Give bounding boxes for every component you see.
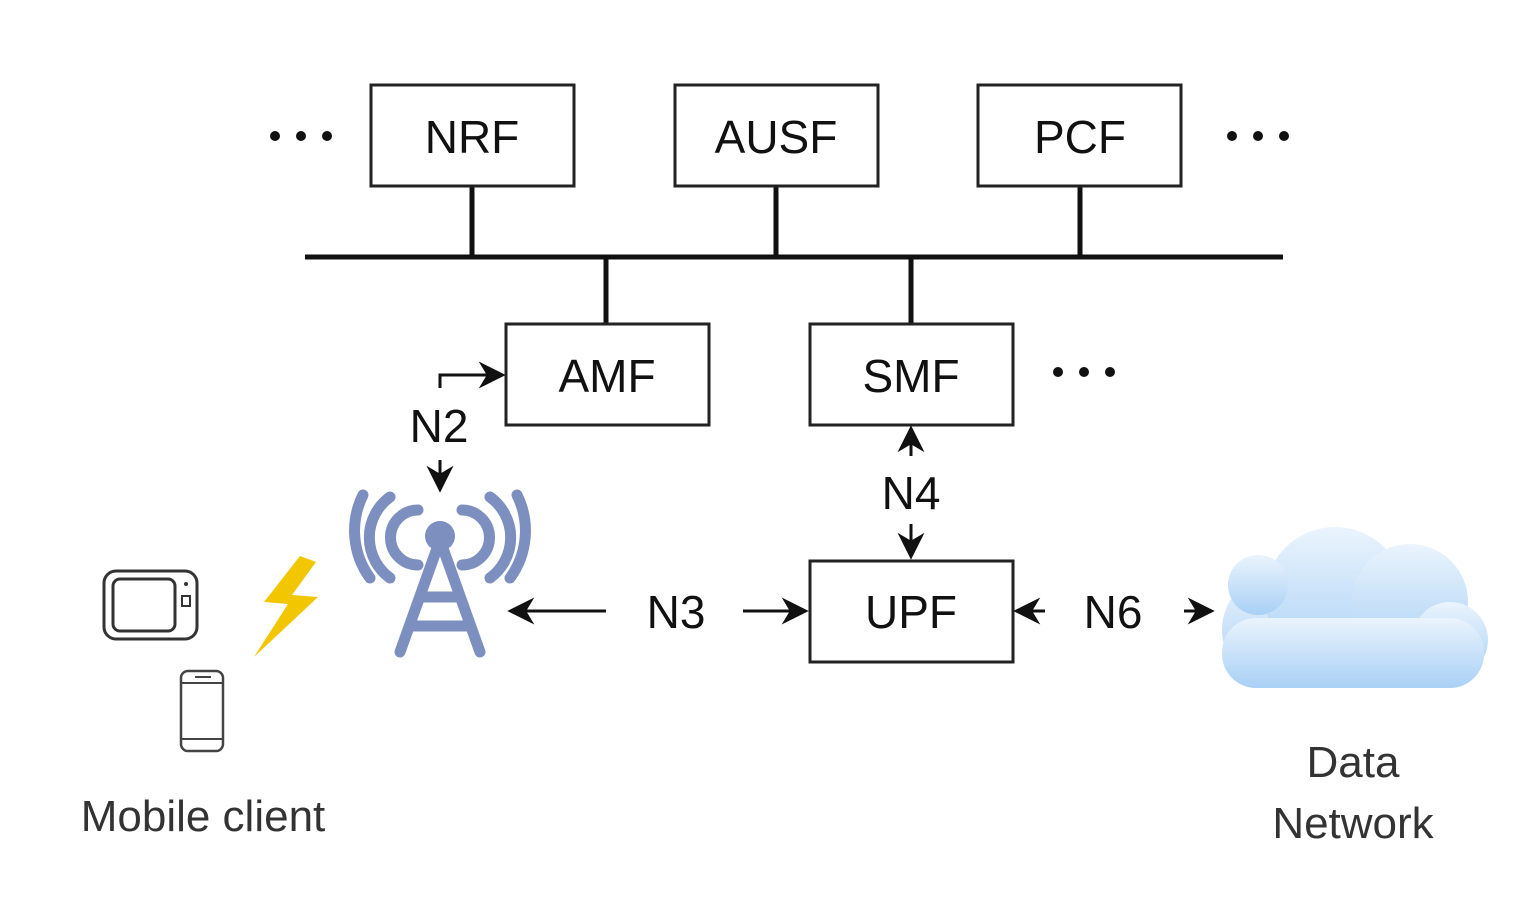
ellipsis-left bbox=[270, 131, 332, 141]
ellipsis-smf bbox=[1053, 367, 1115, 377]
upf-node: UPF bbox=[808, 559, 1015, 664]
n3-label: N3 bbox=[647, 586, 706, 638]
lightning-icon bbox=[254, 556, 318, 657]
data-network-label-line2: Network bbox=[1272, 799, 1434, 848]
pcf-node: PCF bbox=[976, 83, 1183, 188]
data-network-label-line1: Data bbox=[1307, 738, 1400, 787]
pcf-label: PCF bbox=[1034, 111, 1126, 163]
smartphone-icon bbox=[179, 669, 225, 753]
ausf-label: AUSF bbox=[715, 111, 838, 163]
smf-node: SMF bbox=[808, 322, 1015, 427]
tablet-icon bbox=[102, 569, 199, 641]
n2-label: N2 bbox=[410, 400, 469, 452]
cloud-icon bbox=[1222, 527, 1488, 688]
cell-tower-icon bbox=[349, 489, 531, 658]
upf-label: UPF bbox=[865, 586, 957, 638]
amf-node: AMF bbox=[504, 322, 711, 427]
mobile-client-label: Mobile client bbox=[81, 792, 326, 841]
cell-tower-top-icon bbox=[425, 521, 455, 551]
ellipsis-right bbox=[1227, 131, 1289, 141]
n4-label: N4 bbox=[882, 467, 941, 519]
amf-label: AMF bbox=[558, 350, 655, 402]
smf-label: SMF bbox=[862, 350, 959, 402]
nrf-node: NRF bbox=[369, 83, 576, 188]
nrf-label: NRF bbox=[425, 111, 520, 163]
n2-arrow-to-amf bbox=[438, 361, 506, 389]
ausf-node: AUSF bbox=[673, 83, 880, 188]
n6-label: N6 bbox=[1084, 586, 1143, 638]
